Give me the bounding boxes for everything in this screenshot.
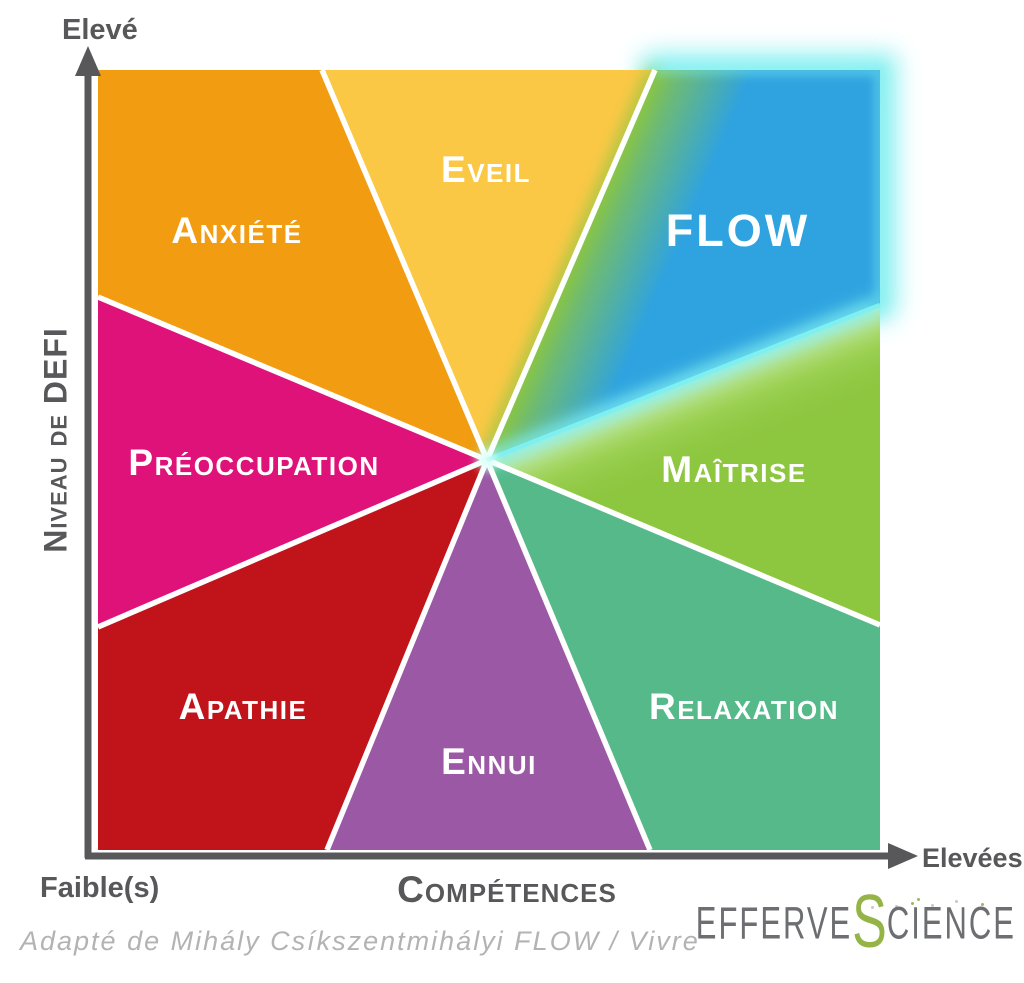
boundary-eveil-flow [484, 68, 658, 462]
boundary-anxiete-eveil [319, 68, 490, 462]
logo-s: S [852, 880, 887, 965]
y-axis-high-label: Elevé [62, 14, 138, 46]
center-glow [478, 451, 496, 469]
boundary-relaxation-ennui [484, 458, 653, 852]
sector-anxiete [98, 70, 487, 460]
y-axis-title: Niveau de DEFI [37, 327, 74, 553]
sector-ennui [327, 460, 650, 850]
flow-edge-gradient [487, 70, 880, 460]
sector-label-maitrise: Maîtrise [661, 449, 807, 490]
sector-label-apathie: Apathie [178, 686, 308, 727]
logo-prefix: Efferve [695, 897, 853, 949]
sector-label-ennui: Ennui [441, 741, 537, 782]
x-axis-high-label: Elevées [922, 843, 1023, 873]
boundary-flow-maitrise [486, 302, 881, 463]
logo-suffix: cience [886, 897, 1016, 949]
sector-label-anxiete: Anxiété [171, 210, 303, 251]
boundary-apathie-preoccupation [96, 457, 489, 630]
logo: EfferveScience [695, 885, 1016, 960]
boundary-preoccupation-anxiete [96, 294, 489, 463]
flow-inner-glow [655, 65, 885, 305]
sector-label-eveil: Eveil [441, 149, 531, 190]
maitrise-edge-gradient [487, 305, 880, 625]
y-axis-arrowhead-icon [75, 46, 101, 76]
boundary-ennui-apathie [324, 458, 490, 852]
x-axis-low-label: Faible(s) [40, 872, 160, 904]
sector-relaxation [487, 460, 880, 850]
logo-bubbles-icon [911, 902, 914, 905]
x-axis-arrowhead-icon [888, 843, 918, 869]
sector-label-flow: FLOW [665, 205, 811, 256]
sector-preoccupation [98, 297, 487, 627]
sector-label-relaxation: Relaxation [648, 686, 840, 727]
sector-apathie [98, 460, 487, 850]
x-axis-title: Compétences [397, 869, 617, 910]
boundary-maitrise-relaxation [485, 457, 882, 628]
sector-label-preoccupation: Préoccupation [128, 442, 380, 483]
sector-eveil [322, 70, 655, 460]
credit-text: Adapté de Mihály Csíkszentmihályi FLOW /… [20, 926, 700, 956]
